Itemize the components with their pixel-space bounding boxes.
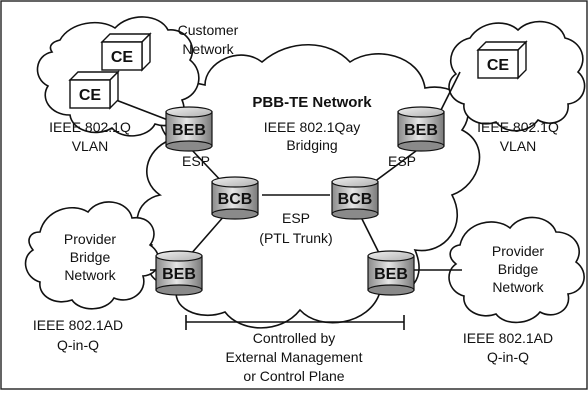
ce-label: CE	[111, 49, 134, 66]
beb-node-top-right: BEB	[397, 106, 445, 152]
provider-bridge-cloud-right	[448, 216, 585, 324]
ce-box-right: CE	[476, 40, 528, 80]
network-title: PBB-TE Network	[252, 94, 372, 111]
left-qinq-line1: IEEE 802.1AD	[33, 317, 123, 333]
control-line1: Controlled by	[253, 330, 336, 346]
ce-box-left: CE	[68, 70, 120, 110]
control-line2: External Management	[226, 349, 363, 365]
left-provider-line1: Provider	[64, 231, 116, 247]
beb-node-bottom-left: BEB	[155, 250, 203, 296]
provider-bridge-cloud-left	[24, 201, 160, 310]
esp-trunk-line2: (PTL Trunk)	[259, 230, 332, 246]
left-qinq-line2: Q-in-Q	[57, 337, 99, 353]
customer-network-line1: Customer	[178, 22, 239, 38]
right-vlan-line1: IEEE 802.1Q	[477, 119, 559, 135]
ce-label: CE	[487, 57, 510, 74]
right-provider-line2: Bridge	[498, 261, 539, 277]
right-vlan-line2: VLAN	[500, 138, 537, 154]
right-provider-line3: Network	[492, 279, 544, 295]
ce-to-beb-link-right	[439, 71, 461, 113]
control-line3: or Control Plane	[243, 368, 344, 384]
beb-label: BEB	[374, 266, 408, 283]
right-qinq-line1: IEEE 802.1AD	[463, 330, 553, 346]
ce-box-top-left: CE	[100, 32, 152, 72]
beb-label: BEB	[162, 266, 196, 283]
bcb-node-right: BCB	[331, 176, 379, 220]
bcb-to-beb-link-bottom-left	[189, 214, 226, 256]
bcb-label: BCB	[218, 191, 253, 208]
beb-to-bcb-link-right	[369, 147, 421, 186]
beb-node-top-left: BEB	[165, 106, 213, 152]
left-vlan-line1: IEEE 802.1Q	[49, 119, 131, 135]
bcb-to-beb-link-bottom-right	[359, 214, 381, 256]
esp-trunk-line1: ESP	[282, 210, 310, 226]
customer-network-line2: Network	[182, 41, 234, 57]
left-vlan-line2: VLAN	[72, 138, 109, 154]
esp-label-right: ESP	[388, 153, 416, 169]
beb-label: BEB	[404, 122, 438, 139]
bridging-line2: Bridging	[286, 137, 337, 153]
beb-node-bottom-right: BEB	[367, 250, 415, 296]
bcb-node-left: BCB	[211, 176, 259, 220]
bridging-line1: IEEE 802.1Qay	[264, 119, 361, 135]
esp-label-left: ESP	[182, 153, 210, 169]
right-qinq-line2: Q-in-Q	[487, 349, 529, 365]
left-provider-line3: Network	[64, 267, 116, 283]
beb-label: BEB	[172, 122, 206, 139]
bcb-label: BCB	[338, 191, 373, 208]
ce-label: CE	[79, 87, 102, 104]
left-provider-line2: Bridge	[70, 249, 111, 265]
right-provider-line1: Provider	[492, 243, 544, 259]
